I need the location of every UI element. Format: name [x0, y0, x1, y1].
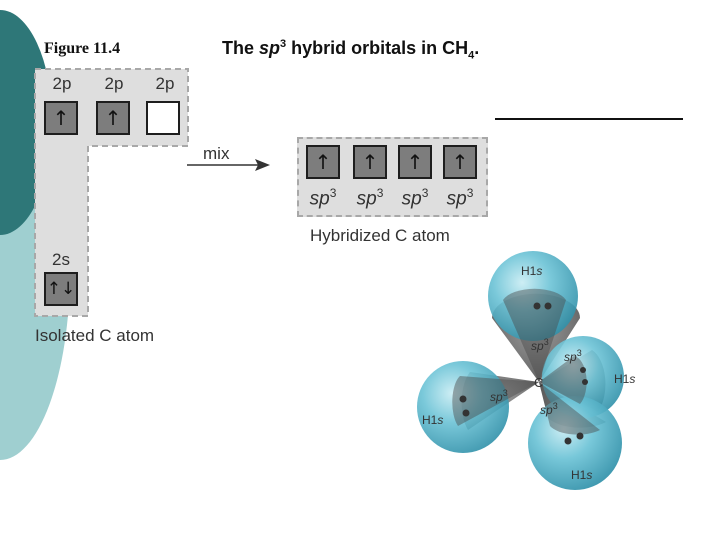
hybrid-label-1: sp3 [309, 186, 337, 210]
mix-arrow-head [255, 159, 270, 171]
mix-label: mix [203, 144, 230, 163]
orbital-box-2p-2: ↑ [96, 101, 130, 135]
orbital-box-2p-3 [146, 101, 180, 135]
h1s-label-right: H1s [614, 372, 636, 386]
isolated-caption: Isolated C atom [35, 326, 155, 345]
h1s-sphere-top [488, 251, 578, 341]
sp3-label-top: sp3 [531, 337, 549, 353]
sp3-cone-bottom [539, 382, 600, 435]
sp3-label-right: sp3 [564, 348, 582, 364]
h1s-sphere-right [542, 336, 624, 418]
orbital-label-2p-1: 2p [52, 74, 72, 93]
orbital-box-2p-1: ↑ [44, 101, 78, 135]
orbital-box-2s: ↑↓ [44, 272, 78, 306]
hybrid-box-4: ↑ [443, 145, 477, 179]
sp3-cone-top [503, 288, 566, 382]
h1s-sphere-bottom [528, 396, 622, 490]
figure-label: Figure 11.4 [44, 40, 121, 57]
electron-dot [576, 432, 584, 440]
orbital-label-2s: 2s [52, 250, 70, 269]
slide-title: The sp3 hybrid orbitals in CH4. [222, 38, 480, 62]
hybrid-box-2: ↑ [353, 145, 387, 179]
hybrid-box-1: ↑ [306, 145, 340, 179]
h1s-label-bottom: H1s [571, 468, 593, 482]
horizontal-rule [495, 118, 683, 120]
orbital-label-2p-2: 2p [104, 74, 124, 93]
sp3-cone-left [452, 376, 539, 426]
sp3-label-bottom: sp3 [540, 401, 558, 417]
h1s-sphere-left [417, 361, 509, 453]
electron-dot [582, 379, 588, 385]
hybrid-box-3: ↑ [398, 145, 432, 179]
electron-dot [580, 367, 586, 373]
electron-dot [544, 302, 552, 310]
h1s-label-top: H1s [521, 264, 543, 278]
hybridized-caption: Hybridized C atom [310, 226, 450, 245]
orbital-label-2p-3: 2p [155, 74, 175, 93]
electron-dot [564, 437, 572, 445]
hybrid-label-2: sp3 [356, 186, 384, 210]
h1s-label-left: H1s [422, 413, 444, 427]
hybrid-label-3: sp3 [401, 186, 429, 210]
sp3-cone-right [539, 356, 587, 404]
electron-dot [462, 409, 470, 417]
electron-dot [459, 395, 467, 403]
carbon-center-label: C [534, 375, 544, 390]
electron-dot [533, 302, 541, 310]
hybrid-label-4: sp3 [446, 186, 474, 210]
sp3-label-left: sp3 [490, 388, 508, 404]
